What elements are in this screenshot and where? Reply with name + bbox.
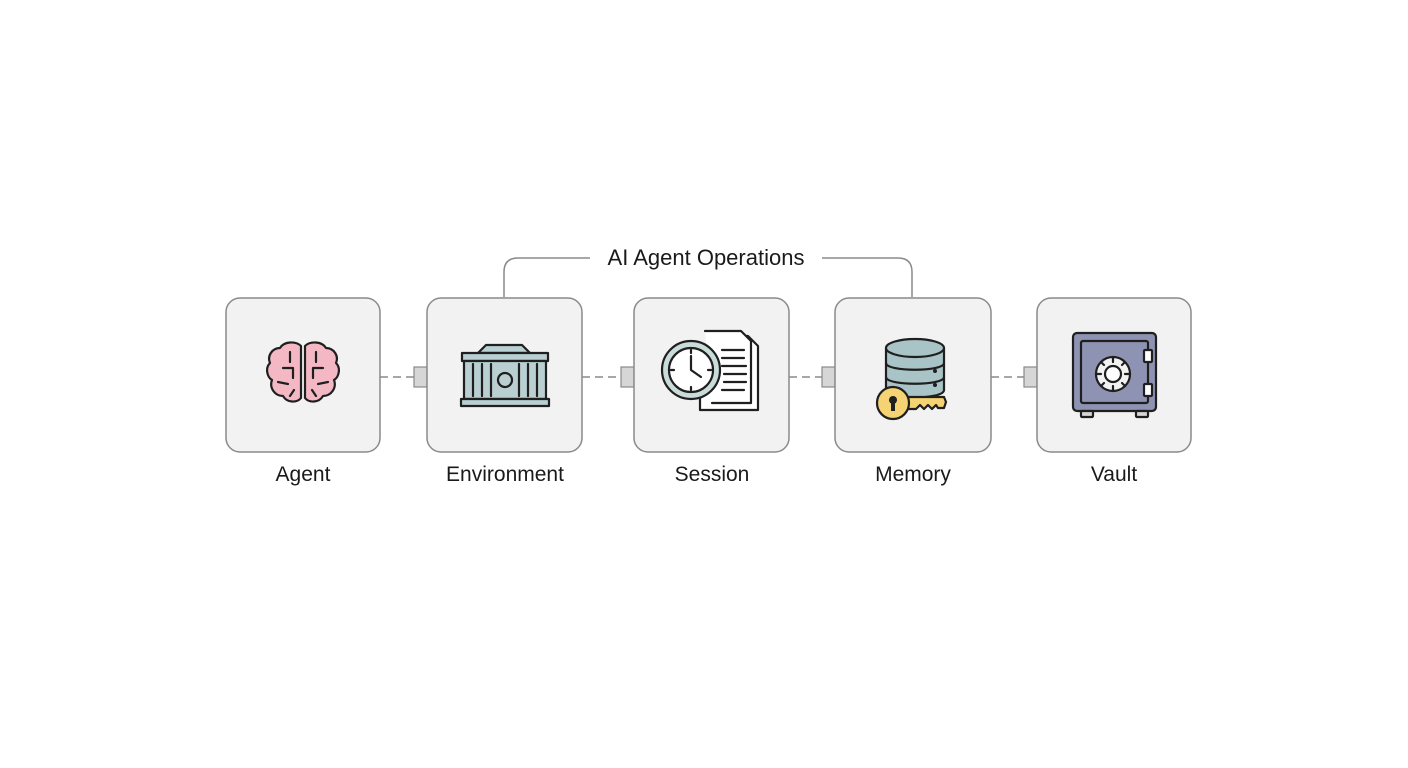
connector-agent-environment	[380, 366, 428, 388]
node-label-memory: Memory	[875, 463, 951, 486]
safe-icon	[1071, 331, 1158, 419]
node-session[interactable]: Session	[633, 297, 790, 486]
group-bracket	[503, 257, 913, 297]
group-title: AI Agent Operations	[608, 245, 805, 270]
node-label-session: Session	[675, 463, 750, 486]
node-label-environment: Environment	[446, 463, 564, 486]
container-icon	[459, 343, 551, 408]
node-label-agent: Agent	[276, 463, 331, 486]
brain-icon	[266, 341, 340, 403]
node-label-vault: Vault	[1091, 463, 1137, 486]
clock-document-icon	[660, 329, 760, 412]
database-key-icon	[875, 337, 948, 421]
node-memory[interactable]: Memory	[834, 297, 992, 486]
connector-memory-vault	[991, 366, 1038, 388]
connector-environment-session	[582, 366, 635, 388]
connector-session-memory	[789, 366, 836, 388]
node-agent[interactable]: Agent	[225, 297, 381, 486]
node-environment[interactable]: Environment	[426, 297, 583, 486]
node-vault[interactable]: Vault	[1036, 297, 1192, 486]
